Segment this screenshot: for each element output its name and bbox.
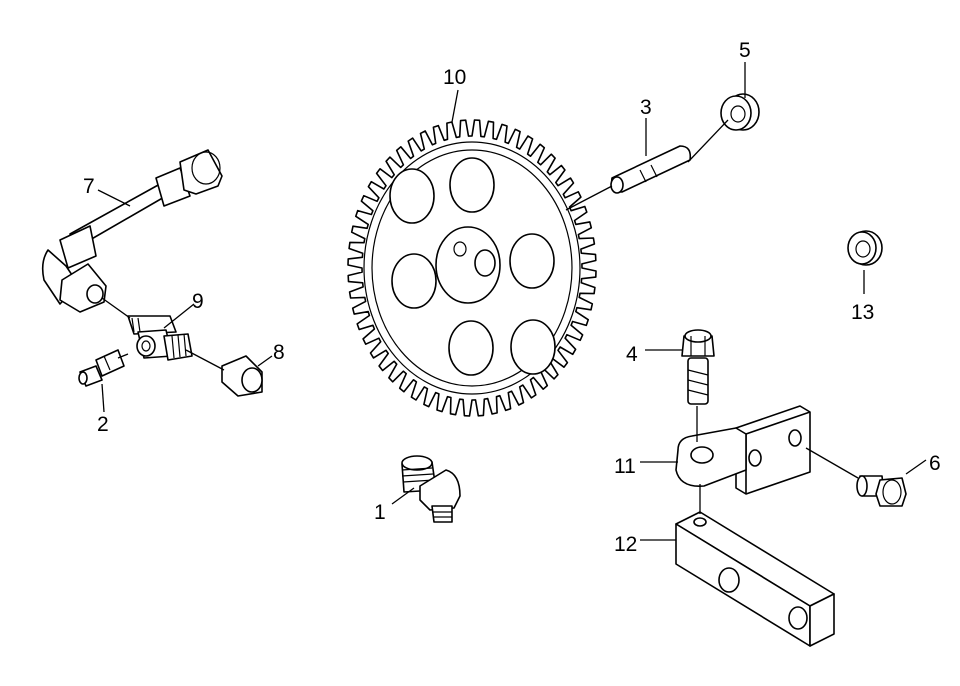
callout-3: 3 [640, 96, 652, 119]
part-10-gear[interactable] [347, 119, 597, 417]
callout-4: 4 [626, 343, 638, 366]
part-13-nut[interactable] [847, 230, 883, 266]
part-12-bar[interactable] [675, 511, 835, 647]
part-2-adapter[interactable] [78, 349, 125, 387]
callout-9: 9 [192, 290, 204, 313]
callout-2: 2 [97, 413, 109, 436]
part-11-bracket[interactable] [675, 405, 811, 495]
leader-lines [97, 62, 927, 541]
part-4-bolt[interactable] [681, 329, 715, 405]
part-6-bolt[interactable] [856, 475, 907, 507]
part-5-washer[interactable] [720, 93, 760, 131]
part-8-sleeve[interactable] [221, 355, 263, 397]
part-1-elbow-fitting[interactable] [401, 455, 461, 523]
callout-11: 11 [614, 455, 636, 478]
part-9-tee[interactable] [127, 315, 193, 361]
callout-labels: 1 2 3 4 5 6 7 8 9 10 11 12 13 [83, 39, 941, 556]
callout-8: 8 [273, 341, 285, 364]
callout-5: 5 [739, 39, 751, 62]
callout-13: 13 [851, 301, 874, 324]
part-3-pin[interactable] [610, 145, 692, 194]
callout-12: 12 [614, 533, 637, 556]
part-7-pipe[interactable] [41, 149, 223, 313]
callout-10: 10 [443, 66, 466, 89]
callout-7: 7 [83, 175, 95, 198]
callout-1: 1 [374, 501, 386, 524]
callout-6: 6 [929, 452, 941, 475]
